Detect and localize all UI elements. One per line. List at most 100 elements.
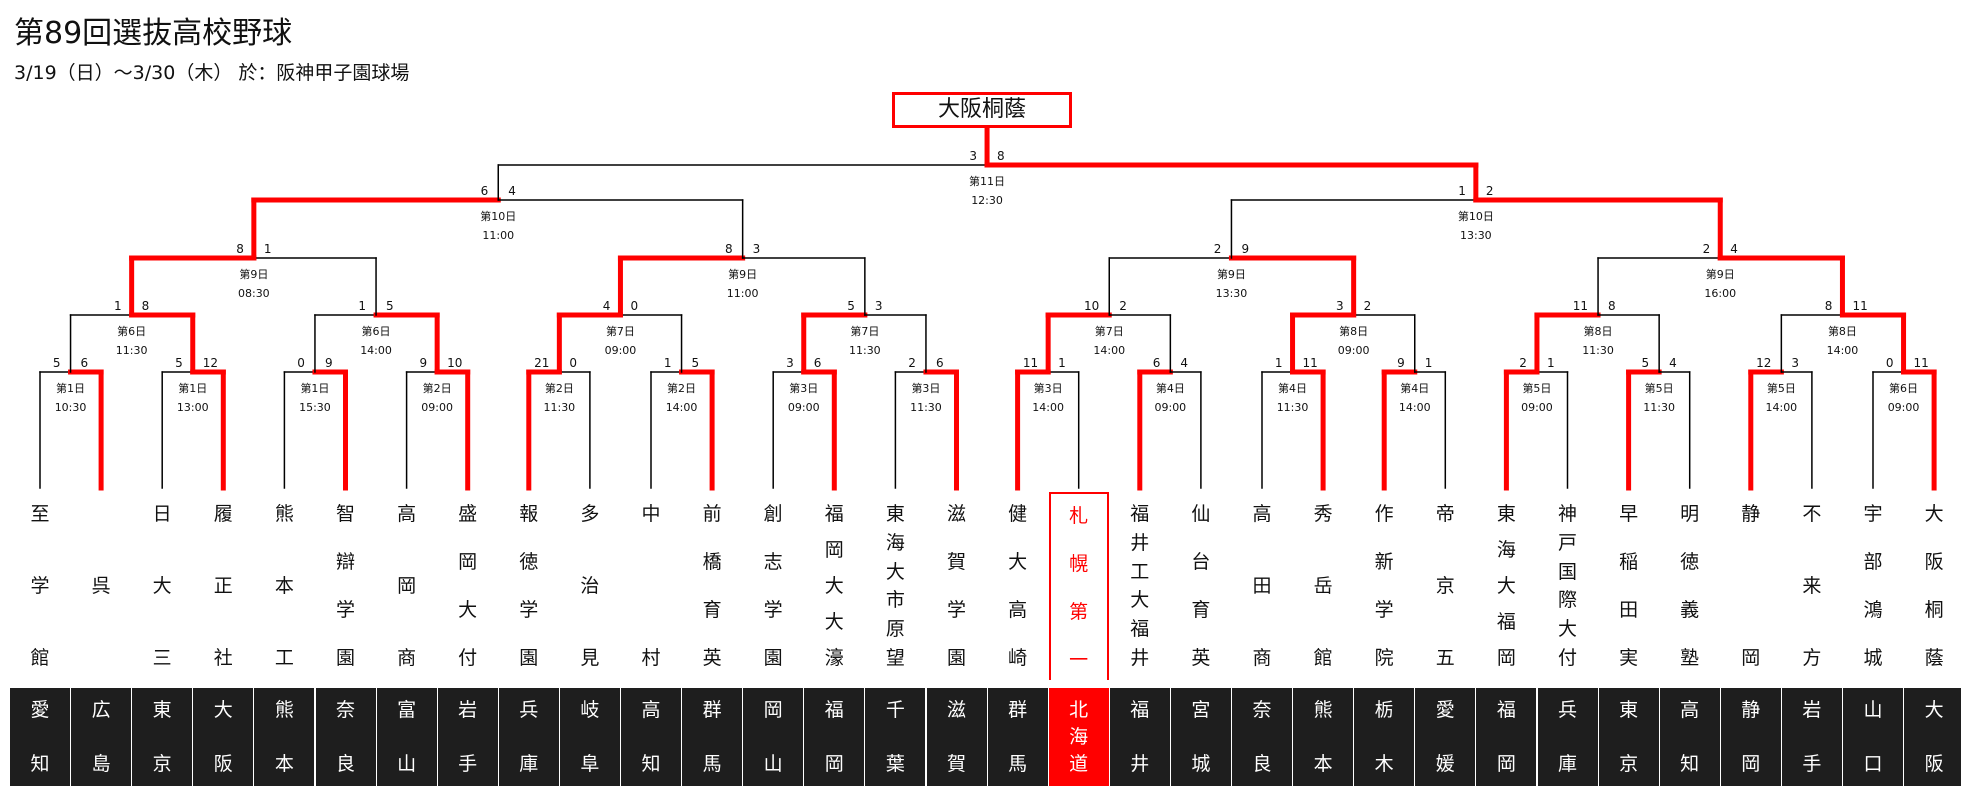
match-day: 第3日 (911, 381, 940, 395)
team-name: 高岡商 (397, 503, 417, 669)
match-time: 09:00 (1521, 401, 1553, 414)
match-day: 第5日 (1645, 381, 1674, 395)
match-day: 第4日 (1156, 381, 1185, 395)
score-label: 0 (1886, 356, 1894, 370)
score-label: 5 (53, 356, 61, 370)
match-time: 11:30 (849, 344, 881, 357)
score-label: 1 (1458, 184, 1466, 198)
match-day: 第7日 (1095, 324, 1124, 338)
match-day: 第1日 (300, 381, 329, 395)
match-time: 14:00 (1765, 401, 1797, 414)
team-prefecture: 高知 (621, 688, 681, 786)
match-time: 14:00 (666, 401, 698, 414)
team-prefecture: 熊本 (1293, 688, 1354, 786)
score-label: 12 (203, 356, 218, 370)
team-prefecture: 奈良 (315, 688, 376, 786)
match-day: 第3日 (1034, 381, 1063, 395)
team-prefecture: 群馬 (987, 688, 1048, 786)
match-time: 11:30 (1582, 344, 1614, 357)
score-label: 0 (297, 356, 305, 370)
match-day: 第2日 (545, 381, 574, 395)
score-label: 6 (481, 184, 489, 198)
score-label: 5 (692, 356, 700, 370)
match-time: 11:30 (1643, 401, 1675, 414)
match-day: 第9日 (1706, 267, 1735, 281)
team-name: 高田商 (1252, 503, 1272, 669)
score-label: 1 (664, 356, 672, 370)
match-day: 第8日 (1584, 324, 1613, 338)
team-name: 熊本工 (274, 503, 294, 669)
score-label: 4 (603, 299, 611, 313)
team-prefecture: 福岡 (1476, 688, 1537, 786)
score-label: 3 (1791, 356, 1799, 370)
score-label: 5 (386, 299, 394, 313)
team-prefecture: 兵庫 (498, 688, 559, 786)
team-name: 大阪桐蔭 (1924, 503, 1944, 669)
score-label: 11 (1023, 356, 1038, 370)
team-name: 至学館 (30, 503, 50, 669)
match-time: 11:30 (543, 401, 575, 414)
match-day: 第3日 (789, 381, 818, 395)
team-name: 福井工大福井 (1130, 503, 1150, 669)
match-time: 09:00 (1154, 401, 1186, 414)
match-day: 第2日 (423, 381, 452, 395)
team-prefecture: 愛知 (10, 688, 70, 786)
team-prefecture: 富山 (376, 688, 437, 786)
match-time: 13:30 (1460, 229, 1492, 242)
score-label: 1 (1275, 356, 1283, 370)
score-label: 3 (875, 299, 883, 313)
team-prefecture: 大阪 (193, 688, 254, 786)
team-prefecture: 兵庫 (1537, 688, 1598, 786)
team-name: 東海大市原望 (885, 503, 905, 669)
score-label: 21 (534, 356, 549, 370)
match-day: 第9日 (728, 267, 757, 281)
match-time: 09:00 (605, 344, 637, 357)
team-prefecture: 奈良 (1232, 688, 1292, 786)
team-prefecture: 広島 (71, 688, 132, 786)
score-label: 9 (1397, 356, 1405, 370)
team-name: 早稲田実 (1619, 503, 1639, 669)
team-name: 健大高崎 (1008, 503, 1028, 669)
match-day: 第11日 (969, 174, 1005, 188)
match-day: 第7日 (606, 324, 635, 338)
match-day: 第1日 (56, 381, 85, 395)
score-label: 0 (569, 356, 577, 370)
team-prefecture: 栃木 (1354, 688, 1415, 786)
team-prefecture: 岐阜 (559, 688, 620, 786)
match-time: 09:00 (421, 401, 453, 414)
team-name: 宇部鴻城 (1863, 503, 1883, 669)
score-label: 2 (1519, 356, 1527, 370)
match-day: 第4日 (1400, 381, 1429, 395)
team-name: 作新学院 (1374, 503, 1394, 669)
team-name: 滋賀学園 (946, 503, 966, 669)
team-name: 履正社 (213, 503, 233, 669)
match-day: 第5日 (1767, 381, 1796, 395)
team-prefecture: 岩手 (437, 688, 498, 786)
score-label: 2 (1703, 242, 1711, 256)
team-prefecture: 東京 (132, 688, 193, 786)
team-prefecture: 大阪 (1904, 688, 1961, 786)
team-name: 東海大福岡 (1496, 503, 1516, 669)
score-label: 6 (1153, 356, 1161, 370)
match-day: 第9日 (239, 267, 268, 281)
team-prefecture: 山口 (1843, 688, 1903, 786)
score-label: 5 (1642, 356, 1650, 370)
score-label: 3 (969, 149, 977, 163)
team-prefecture: 岡山 (743, 688, 804, 786)
team-prefecture: 千葉 (865, 688, 926, 786)
team-name: 多治見 (580, 503, 600, 669)
score-label: 1 (358, 299, 366, 313)
score-label: 3 (1336, 299, 1344, 313)
team-name: 帝京五 (1435, 503, 1455, 669)
score-label: 8 (725, 242, 733, 256)
score-label: 9 (420, 356, 428, 370)
match-time: 15:30 (299, 401, 331, 414)
page-subtitle: 3/19（日）～3/30（木） 於：阪神甲子園球場 (14, 62, 410, 84)
team-prefecture: 熊本 (254, 688, 315, 786)
score-label: 8 (1825, 299, 1833, 313)
score-label: 0 (630, 299, 638, 313)
score-label: 11 (1914, 356, 1929, 370)
team-name: 神戸国際大付 (1557, 503, 1577, 669)
team-prefecture: 群馬 (682, 688, 743, 786)
score-label: 11 (1852, 299, 1867, 313)
